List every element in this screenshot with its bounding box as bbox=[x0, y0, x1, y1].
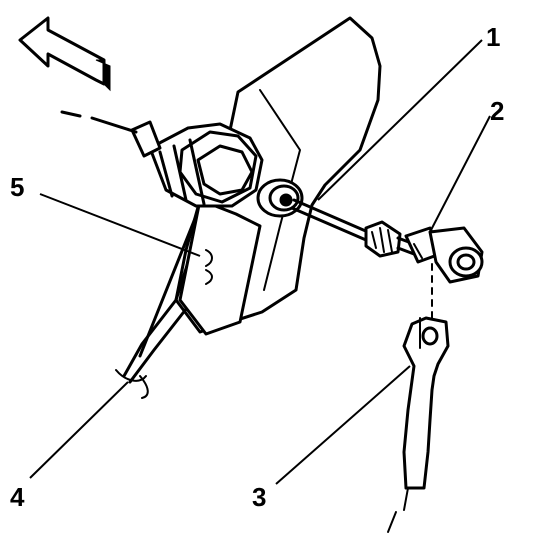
callout-labels: 1 2 3 4 5 bbox=[10, 22, 504, 512]
leader-lines bbox=[29, 39, 491, 485]
callout-1: 1 bbox=[486, 22, 500, 52]
leader-1 bbox=[317, 39, 483, 201]
callout-2: 2 bbox=[490, 96, 504, 126]
cable-pulley bbox=[256, 178, 304, 218]
retaining-bushing bbox=[404, 226, 484, 284]
actuator-lever bbox=[387, 316, 450, 533]
leader-5 bbox=[39, 193, 201, 257]
actuator-cable bbox=[290, 198, 370, 242]
actuator-stud bbox=[60, 110, 162, 158]
actuator-housing bbox=[148, 122, 264, 208]
arrow-left-icon bbox=[18, 16, 111, 92]
callout-4: 4 bbox=[10, 482, 25, 512]
leader-4 bbox=[29, 381, 129, 479]
cable-end-fitting bbox=[364, 220, 402, 258]
cable-retainer bbox=[178, 198, 262, 336]
leader-2 bbox=[429, 115, 491, 233]
callout-3: 3 bbox=[252, 482, 266, 512]
leader-3 bbox=[275, 365, 411, 485]
callout-5: 5 bbox=[10, 172, 24, 202]
